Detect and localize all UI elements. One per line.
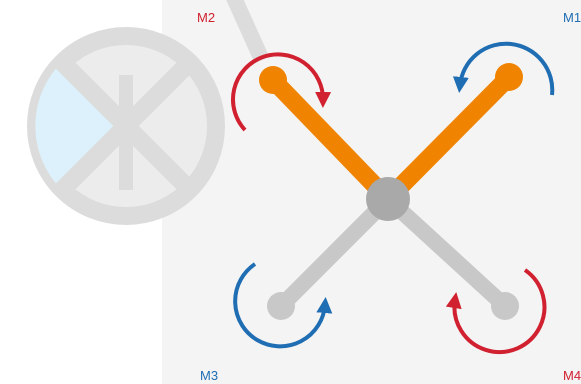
motor-m1-label: M1	[563, 10, 581, 25]
motor-m3-hub	[267, 292, 295, 320]
center-hub	[366, 177, 410, 221]
motor-m3-label: M3	[200, 368, 218, 383]
arm-m3	[273, 191, 396, 314]
arm-m4	[380, 191, 513, 314]
arm-m2	[264, 71, 397, 208]
frame-arms	[264, 68, 518, 314]
motor-m1-hub	[495, 63, 523, 91]
motor-m4-hub	[491, 292, 519, 320]
motor-m4-rotation-arrow-icon	[445, 268, 547, 355]
arm-m1	[379, 68, 518, 208]
motor-m2-label: M2	[197, 10, 215, 25]
motor-m3-rotation-arrow-icon	[233, 262, 333, 349]
motor-m2-rotation-arrow-icon	[231, 52, 332, 132]
motor-m2-hub	[259, 66, 287, 94]
motor-m1-rotation-arrow-icon	[452, 41, 555, 96]
motor-m4-label: M4	[563, 368, 581, 383]
no-entry-watermark-icon	[27, 0, 270, 225]
